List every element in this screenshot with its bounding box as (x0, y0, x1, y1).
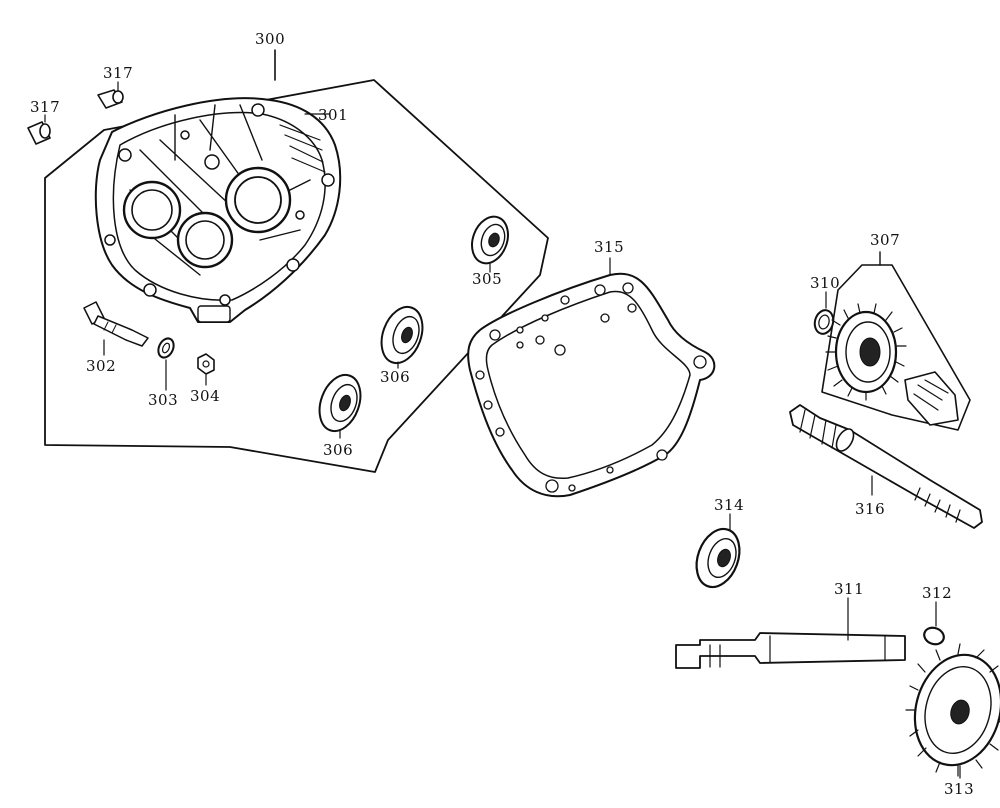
dowel-pin-317-left (27, 114, 51, 145)
label-317-left: 317 (30, 98, 60, 116)
label-305: 305 (472, 270, 502, 288)
label-307: 307 (870, 231, 900, 249)
label-300: 300 (255, 30, 285, 48)
washer-310 (813, 291, 835, 335)
dowel-pin-317-upper (97, 81, 124, 109)
label-313: 313 (944, 780, 974, 798)
gear-307 (825, 303, 959, 426)
label-314: 314 (714, 496, 744, 514)
bolt-302 (83, 301, 149, 356)
gasket-315 (467, 257, 716, 498)
shaft-316 (789, 404, 983, 529)
bearing-306-upper (380, 305, 424, 369)
label-303: 303 (148, 391, 178, 409)
gear-313 (905, 643, 1000, 779)
label-317-upper: 317 (103, 64, 133, 82)
label-306-upper: 306 (380, 368, 410, 386)
circlip-312 (923, 601, 945, 646)
washer-303 (157, 337, 175, 391)
label-310: 310 (810, 274, 840, 292)
label-316: 316 (855, 500, 885, 518)
nut-304 (197, 353, 215, 386)
bearing-306-lower (318, 373, 362, 439)
part-labels: 300 301 302 303 304 305 306 306 307 310 … (30, 30, 974, 798)
label-302: 302 (86, 357, 116, 375)
label-301: 301 (318, 106, 348, 124)
shaft-311 (675, 597, 906, 669)
bearing-305 (471, 215, 509, 273)
group-307-outline (821, 251, 971, 431)
label-315: 315 (594, 238, 624, 256)
label-311: 311 (834, 580, 864, 598)
label-312: 312 (922, 584, 952, 602)
label-306-lower: 306 (323, 441, 353, 459)
label-304: 304 (190, 387, 220, 405)
transmission-case-301 (94, 97, 342, 323)
bearing-314 (695, 513, 741, 589)
